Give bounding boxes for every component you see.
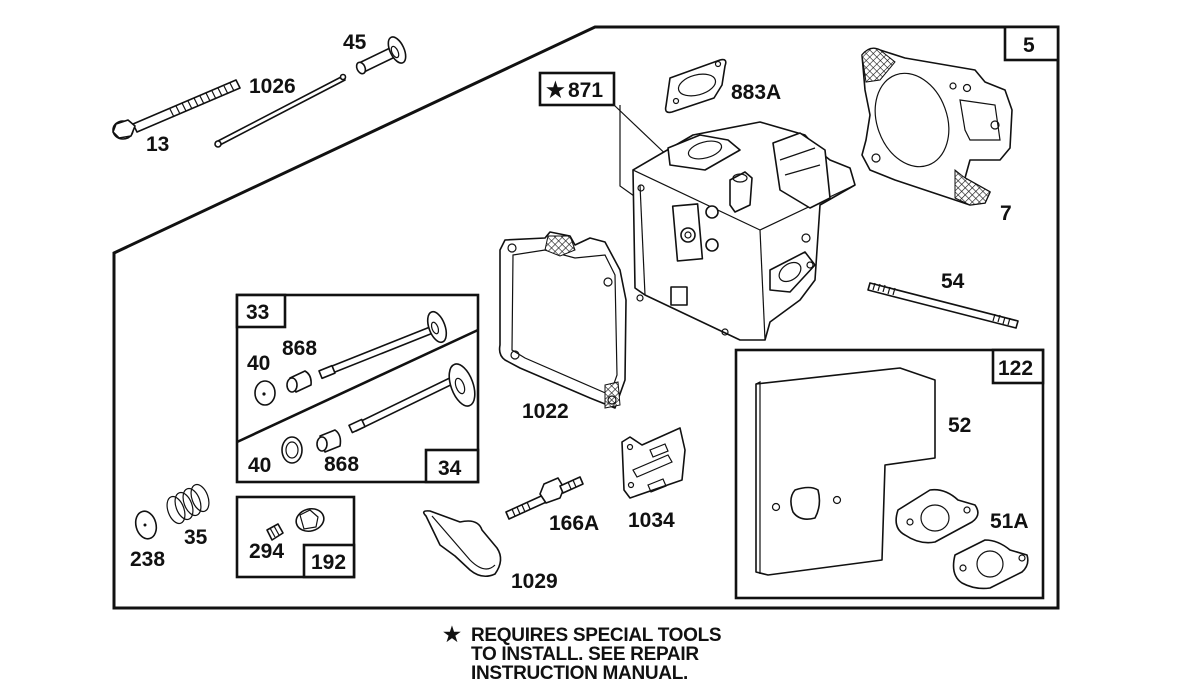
group-5-label: 5 — [1023, 34, 1035, 57]
part-54-stud[interactable] — [867, 282, 1019, 329]
part-238-retainer[interactable] — [133, 509, 160, 541]
label-7: 7 — [1000, 202, 1012, 225]
part-13-bolt[interactable] — [112, 79, 241, 140]
part-34-exhaust-valve[interactable] — [281, 361, 480, 464]
label-13: 13 — [146, 133, 169, 156]
part-1026-push-rod[interactable] — [214, 73, 347, 148]
group-33-box[interactable]: 33 — [235, 293, 287, 329]
label-35: 35 — [184, 526, 208, 549]
part-294-screw[interactable] — [266, 523, 284, 541]
label-294: 294 — [249, 540, 284, 563]
group-34-label: 34 — [438, 457, 462, 480]
label-868-lower: 868 — [324, 453, 359, 476]
part-51A-gasket-lower[interactable] — [952, 539, 1029, 590]
group-192-label: 192 — [311, 551, 346, 574]
part-35-spring[interactable] — [164, 482, 213, 526]
label-166A: 166A — [549, 512, 599, 535]
label-40-upper: 40 — [247, 352, 270, 375]
star-icon: ★ — [546, 79, 565, 102]
part-52-insulator[interactable] — [755, 367, 936, 576]
label-51A: 51A — [990, 510, 1029, 533]
part-1029-rocker-arm[interactable] — [422, 510, 502, 578]
part-33-intake-valve[interactable] — [254, 309, 450, 406]
label-52: 52 — [948, 414, 971, 437]
label-1026: 1026 — [249, 75, 296, 98]
cylinder-head[interactable] — [632, 121, 856, 341]
part-192-nut[interactable] — [294, 506, 327, 534]
group-34-box[interactable]: 34 — [424, 448, 480, 484]
part-871-callout[interactable]: ★ 871 — [538, 71, 687, 234]
label-1022: 1022 — [522, 400, 569, 423]
group-122-box[interactable]: 122 — [991, 348, 1045, 385]
star-icon: ★ — [443, 624, 461, 646]
label-1029: 1029 — [511, 570, 558, 593]
label-45: 45 — [343, 31, 367, 54]
label-871: 871 — [568, 79, 603, 102]
group-122-label: 122 — [998, 357, 1033, 380]
group-5-box[interactable]: 5 — [1003, 25, 1060, 62]
part-51A-gasket-upper[interactable] — [895, 488, 979, 544]
label-883A: 883A — [731, 81, 781, 104]
label-238: 238 — [130, 548, 165, 571]
main-frame — [112, 25, 1060, 610]
footnote-line-2: TO INSTALL. SEE REPAIR — [471, 644, 699, 665]
part-45-guide[interactable] — [355, 34, 409, 75]
label-1034: 1034 — [628, 509, 675, 532]
part-7-head-gasket[interactable] — [861, 47, 1013, 206]
part-166A-rocker-stud[interactable] — [505, 476, 584, 520]
footnote-line-3: INSTRUCTION MANUAL. — [471, 663, 689, 684]
part-1022-gasket[interactable] — [498, 231, 627, 409]
footnote-line-1: REQUIRES SPECIAL TOOLS — [471, 625, 722, 646]
part-1034-guide-plate[interactable] — [621, 427, 686, 499]
label-54: 54 — [941, 270, 965, 293]
part-883A-gasket[interactable] — [664, 58, 727, 114]
label-40-lower: 40 — [248, 454, 271, 477]
group-192-box[interactable]: 192 — [302, 543, 356, 579]
group-33-label: 33 — [246, 301, 269, 324]
label-868-upper: 868 — [282, 337, 317, 360]
